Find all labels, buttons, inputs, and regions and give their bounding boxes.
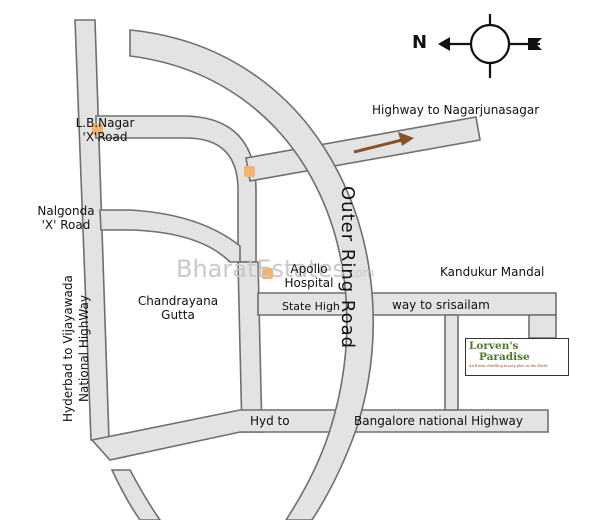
vijayawada-line1: Hyderbad to Vijayawada (61, 275, 75, 422)
kandukur-mandal-label: Kandukur Mandal (440, 265, 545, 279)
lb-nagar-line1: L.B.Nagar (75, 116, 135, 130)
apollo-hospital-label: Apollo Hospital (274, 262, 344, 290)
project-name-line2: Paradise (479, 351, 530, 363)
chandrayana-line1: Chandrayana (137, 294, 219, 308)
outer-ring-road (129, 29, 374, 520)
state-highway-label: State High (282, 300, 340, 313)
srisailam-highway-label: way to srisailam (392, 298, 490, 312)
compass-north-label: N (412, 32, 428, 53)
road-nalgonda (99, 209, 241, 263)
project-location-card[interactable]: Lorven's Paradise An Erotic dwelling lux… (465, 338, 569, 376)
road-right-vertical-2 (528, 314, 557, 339)
vijayawada-highway-label: Hyderbad to Vijayawada National HighWay (60, 275, 92, 422)
road-central-vertical (237, 261, 263, 433)
lb-nagar-marker (92, 124, 103, 135)
vijayawada-line2: National HighWay (77, 295, 91, 402)
lb-nagar-label: L.B.Nagar 'X'Road (70, 116, 140, 144)
project-tagline: An Erotic dwelling luxury plan in the Ea… (469, 364, 548, 368)
lb-nagar-line2: 'X'Road (82, 130, 128, 144)
road-bangalore-highway (90, 409, 549, 461)
watermark-suffix: .com (344, 266, 375, 280)
nalgonda-line1: Nalgonda (37, 204, 95, 218)
project-name-line1: Lorven's (469, 340, 519, 352)
outer-ring-road-bottom (110, 469, 161, 520)
chandrayana-line2: Gutta (161, 308, 195, 322)
junction-marker (244, 166, 255, 177)
watermark: BharatEstates.com (176, 255, 374, 283)
direction-arrow (353, 132, 414, 154)
apollo-line1: Apollo (290, 262, 328, 276)
road-right-vertical-1 (444, 314, 459, 411)
nalgonda-line2: 'X' Road (41, 218, 91, 232)
nalgonda-label: Nalgonda 'X' Road (26, 204, 106, 232)
apollo-hospital-marker (262, 268, 273, 279)
bangalore-highway-label: Bangalore national Highway (354, 414, 524, 428)
chandrayana-gutta-label: Chandrayana Gutta (128, 294, 228, 322)
compass-icon (438, 14, 542, 78)
hyd-to-label: Hyd to (250, 414, 290, 428)
watermark-text: BharatEstates (176, 255, 345, 283)
nagarjunasagar-highway-label: Highway to Nagarjunasagar (372, 103, 540, 117)
apollo-line2: Hospital (284, 276, 334, 290)
